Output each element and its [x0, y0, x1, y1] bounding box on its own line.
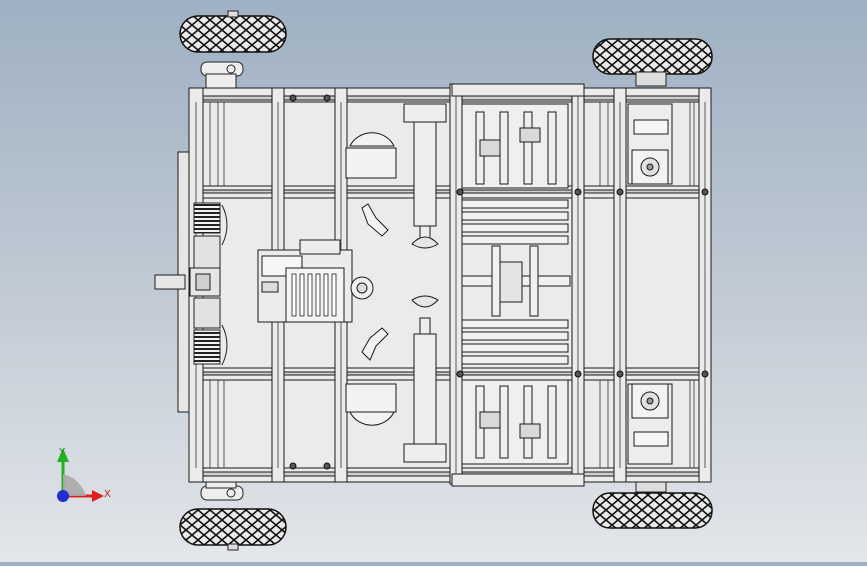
caster-mount-top	[200, 61, 244, 89]
stepper-motor-bottom[interactable]	[627, 383, 673, 465]
left-bumper	[154, 151, 221, 413]
bracket-bolts	[289, 94, 709, 470]
x-axis-label: X	[104, 489, 111, 500]
motor-mount-top	[345, 132, 397, 237]
steering-rods	[461, 199, 571, 365]
wheel-rear-left[interactable]	[179, 508, 287, 551]
wheel-front-right[interactable]	[592, 38, 713, 87]
actuator-bottom[interactable]	[403, 295, 447, 463]
coordinate-triad: Y X	[57, 447, 111, 502]
z-axis-dot	[57, 490, 69, 502]
control-box[interactable]	[257, 239, 374, 323]
actuator-top[interactable]	[403, 103, 447, 249]
linkage-lower	[461, 379, 569, 465]
wheel-rear-right[interactable]	[592, 477, 713, 529]
linkage-upper	[461, 103, 569, 189]
motor-mount-bottom	[345, 327, 397, 426]
wheel-front-left[interactable]	[179, 10, 287, 53]
left-bearing-blocks	[193, 202, 228, 366]
y-axis-label: Y	[58, 447, 66, 458]
stepper-motor-top[interactable]	[627, 103, 673, 185]
